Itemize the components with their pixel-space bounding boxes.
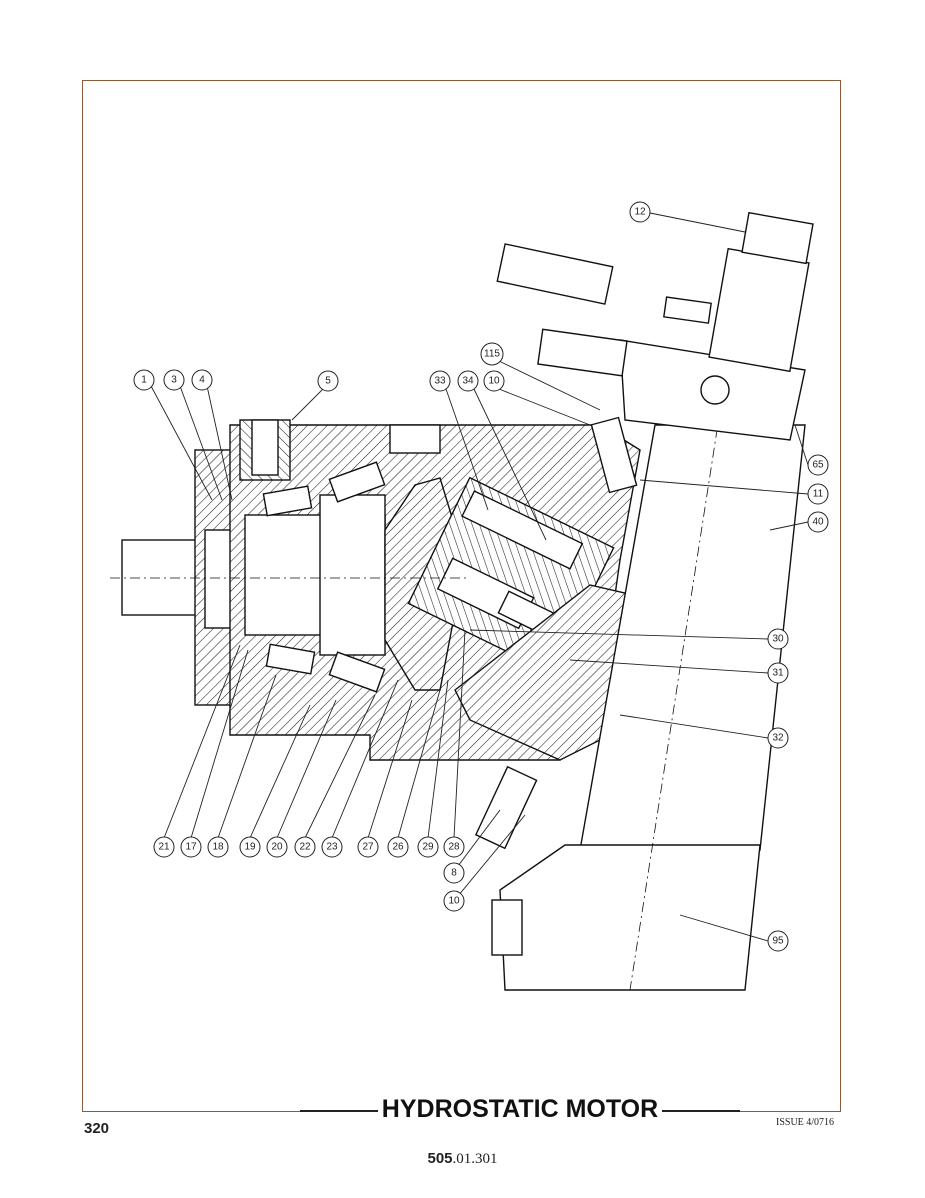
callout-28: 28 (443, 836, 465, 858)
title-bar: HYDROSTATIC MOTOR (300, 1095, 740, 1125)
svg-text:65: 65 (812, 460, 824, 471)
svg-text:3: 3 (171, 375, 177, 386)
callout-18: 18 (207, 836, 229, 858)
callout-4: 4 (191, 369, 213, 391)
callout-23: 23 (321, 836, 343, 858)
callout-26: 26 (387, 836, 409, 858)
svg-text:40: 40 (812, 517, 824, 528)
callout-65: 65 (807, 454, 829, 476)
valve-port (700, 375, 730, 405)
shaft-collar (319, 494, 386, 656)
solenoid-body (708, 247, 810, 373)
exploded-plug (663, 296, 712, 324)
end-cover (499, 844, 761, 991)
callout-12: 12 (629, 201, 651, 223)
callout-17: 17 (180, 836, 202, 858)
svg-text:20: 20 (271, 842, 283, 853)
housing-plug (389, 424, 441, 454)
leader-lines (150, 212, 809, 942)
adjuster-screw (537, 328, 628, 377)
top-port (251, 419, 279, 476)
document-code-rest: .01.301 (452, 1151, 498, 1167)
rear-bearing-lower (328, 651, 386, 693)
svg-text:32: 32 (772, 733, 784, 744)
callout-20: 20 (266, 836, 288, 858)
callout-95: 95 (767, 930, 789, 952)
callout-27: 27 (357, 836, 379, 858)
svg-text:23: 23 (326, 842, 338, 853)
svg-text:26: 26 (392, 842, 404, 853)
page-number: 320 (84, 1120, 110, 1137)
svg-text:22: 22 (299, 842, 311, 853)
callout-3: 3 (163, 369, 185, 391)
end-cover-plug (491, 899, 523, 956)
callout-31: 31 (767, 662, 789, 684)
front-bearing-lower (265, 643, 316, 675)
callout-19: 19 (239, 836, 261, 858)
callout-40: 40 (807, 511, 829, 533)
svg-text:19: 19 (244, 842, 256, 853)
svg-text:10: 10 (488, 376, 500, 387)
svg-text:10: 10 (448, 896, 460, 907)
svg-text:28: 28 (448, 842, 460, 853)
svg-text:5: 5 (325, 376, 331, 387)
callout-5: 5 (317, 370, 339, 392)
bleed-screw-upper (590, 416, 638, 494)
callout-8: 8 (443, 862, 465, 884)
callout-34: 34 (457, 370, 479, 392)
svg-text:33: 33 (434, 376, 446, 387)
svg-text:18: 18 (212, 842, 224, 853)
svg-text:27: 27 (362, 842, 374, 853)
svg-text:4: 4 (199, 375, 205, 386)
callout-1: 1 (133, 369, 155, 391)
callout-30: 30 (767, 628, 789, 650)
svg-text:31: 31 (772, 668, 784, 679)
callout-33: 33 (429, 370, 451, 392)
front-bearing-upper (262, 485, 313, 517)
bleed-screw-lower (474, 765, 538, 850)
page-title: HYDROSTATIC MOTOR (377, 1095, 663, 1123)
svg-text:95: 95 (772, 936, 784, 947)
callout-10-bottom: 10 (443, 890, 465, 912)
callout-115: 115 (480, 342, 504, 366)
svg-text:29: 29 (422, 842, 434, 853)
exploded-connector (496, 243, 614, 305)
svg-text:12: 12 (634, 207, 646, 218)
piston-upper (461, 490, 584, 570)
svg-text:1: 1 (141, 375, 147, 386)
svg-text:34: 34 (462, 376, 474, 387)
svg-text:17: 17 (185, 842, 197, 853)
callout-11: 11 (807, 483, 829, 505)
svg-text:30: 30 (772, 634, 784, 645)
document-code-bold: 505 (427, 1150, 453, 1167)
callout-29: 29 (417, 836, 439, 858)
callout-21: 21 (153, 836, 175, 858)
solenoid-connector (741, 211, 814, 265)
svg-text:11: 11 (813, 489, 824, 500)
svg-text:21: 21 (158, 842, 170, 853)
callout-10-top: 10 (483, 370, 505, 392)
svg-text:115: 115 (484, 349, 500, 360)
svg-text:8: 8 (451, 868, 457, 879)
rear-bearing-upper (328, 461, 386, 503)
document-code: 505.01.301 (0, 1150, 925, 1168)
callout-32: 32 (767, 727, 789, 749)
callout-22: 22 (294, 836, 316, 858)
issue-label: ISSUE 4/0716 (776, 1117, 835, 1128)
